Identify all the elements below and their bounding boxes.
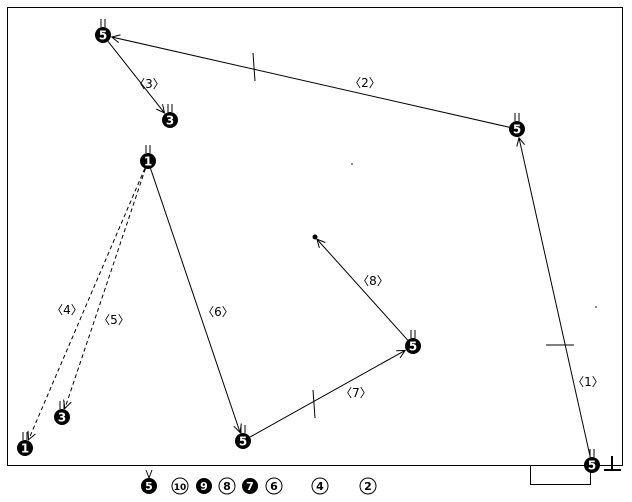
node-circle (162, 112, 178, 128)
edge-3 (107, 40, 164, 113)
node-circle (17, 440, 33, 456)
node-label: 3 (58, 411, 66, 425)
edge-labels-layer: 〈1〉 〈2〉 〈3〉〈4〉〈5〉 〈6〉〈7〉 〈8〉 (51, 76, 604, 400)
node-label: 1 (21, 442, 29, 456)
edge-label-1: 〈1〉 (572, 375, 604, 389)
legend-item-9: 9 (196, 478, 212, 494)
legend-item-4: 4 (311, 477, 329, 495)
node-label: 5 (588, 459, 596, 473)
node-n1: 5 (95, 19, 111, 43)
legend-item-8: 8 (218, 477, 236, 495)
node-n9: 1 (17, 432, 33, 456)
legend-row: 5 10 9 8 7 6 4 2 (141, 469, 377, 495)
edge-label-3: 〈3〉 (133, 77, 165, 91)
legend-item-6: 6 (265, 477, 283, 495)
node-circle (509, 121, 525, 137)
legend-item-7: 7 (242, 478, 258, 494)
edge-7 (249, 350, 405, 438)
edge-5 (65, 168, 146, 409)
legend-label: 10 (174, 483, 187, 493)
node-label: 5 (409, 340, 417, 354)
edge-label-5: 〈5〉 (98, 313, 130, 327)
legend-item-5: 5 (141, 469, 157, 494)
edge-label-4: 〈4〉 (51, 303, 83, 317)
legend-item-2: 2 (359, 477, 377, 495)
node-circle (235, 433, 251, 449)
node-circle (405, 338, 421, 354)
edge-label-2: 〈2〉 (349, 76, 381, 90)
ground-symbol (604, 456, 621, 471)
node-label: 5 (99, 29, 107, 43)
node-circle (95, 27, 111, 43)
edge-tick (252, 52, 256, 82)
node-label: 5 (239, 435, 247, 449)
legend-label: 5 (145, 480, 153, 493)
node-n3: 1 (140, 145, 156, 169)
edge-label-8: 〈8〉 (357, 274, 389, 288)
node-n8: 3 (54, 401, 70, 425)
legend-label: 2 (364, 480, 372, 493)
node-n2: 3 (162, 104, 178, 128)
node-n4: 5 (509, 113, 525, 137)
edge-8 (317, 239, 409, 341)
legend-label: 4 (316, 480, 324, 493)
node-label: 3 (166, 114, 174, 128)
node-label: 5 (513, 123, 521, 137)
legend-label: 7 (246, 480, 254, 493)
edge-6 (150, 168, 241, 433)
node-circle (140, 153, 156, 169)
legend-label: 6 (270, 480, 278, 493)
edge-4 (29, 168, 146, 439)
node-n6: 5 (235, 425, 251, 449)
edge-tick (312, 389, 316, 419)
legend-label: 9 (200, 480, 208, 493)
decor-dot (595, 306, 597, 308)
plot-frame (7, 7, 623, 466)
node-n7: 5 (584, 449, 600, 473)
node-circle (584, 457, 600, 473)
tick-marks (252, 52, 574, 419)
node-n5: 5 (405, 330, 421, 354)
node-circle (54, 409, 70, 425)
legend-item-10: 10 (171, 477, 189, 495)
edge-label-7: 〈7〉 (340, 386, 372, 400)
edge-2 (112, 37, 510, 128)
decor-dot (351, 163, 353, 165)
frame-tab (530, 465, 591, 485)
edge-label-6: 〈6〉 (202, 305, 234, 319)
nodes-layer: 5 3 1 5 5 5 5 3 1 (17, 19, 600, 473)
node-label: 1 (144, 155, 152, 169)
edges-layer (29, 37, 591, 458)
legend-label: 8 (223, 480, 231, 493)
center-dot (312, 234, 318, 240)
edge-1 (519, 138, 591, 458)
